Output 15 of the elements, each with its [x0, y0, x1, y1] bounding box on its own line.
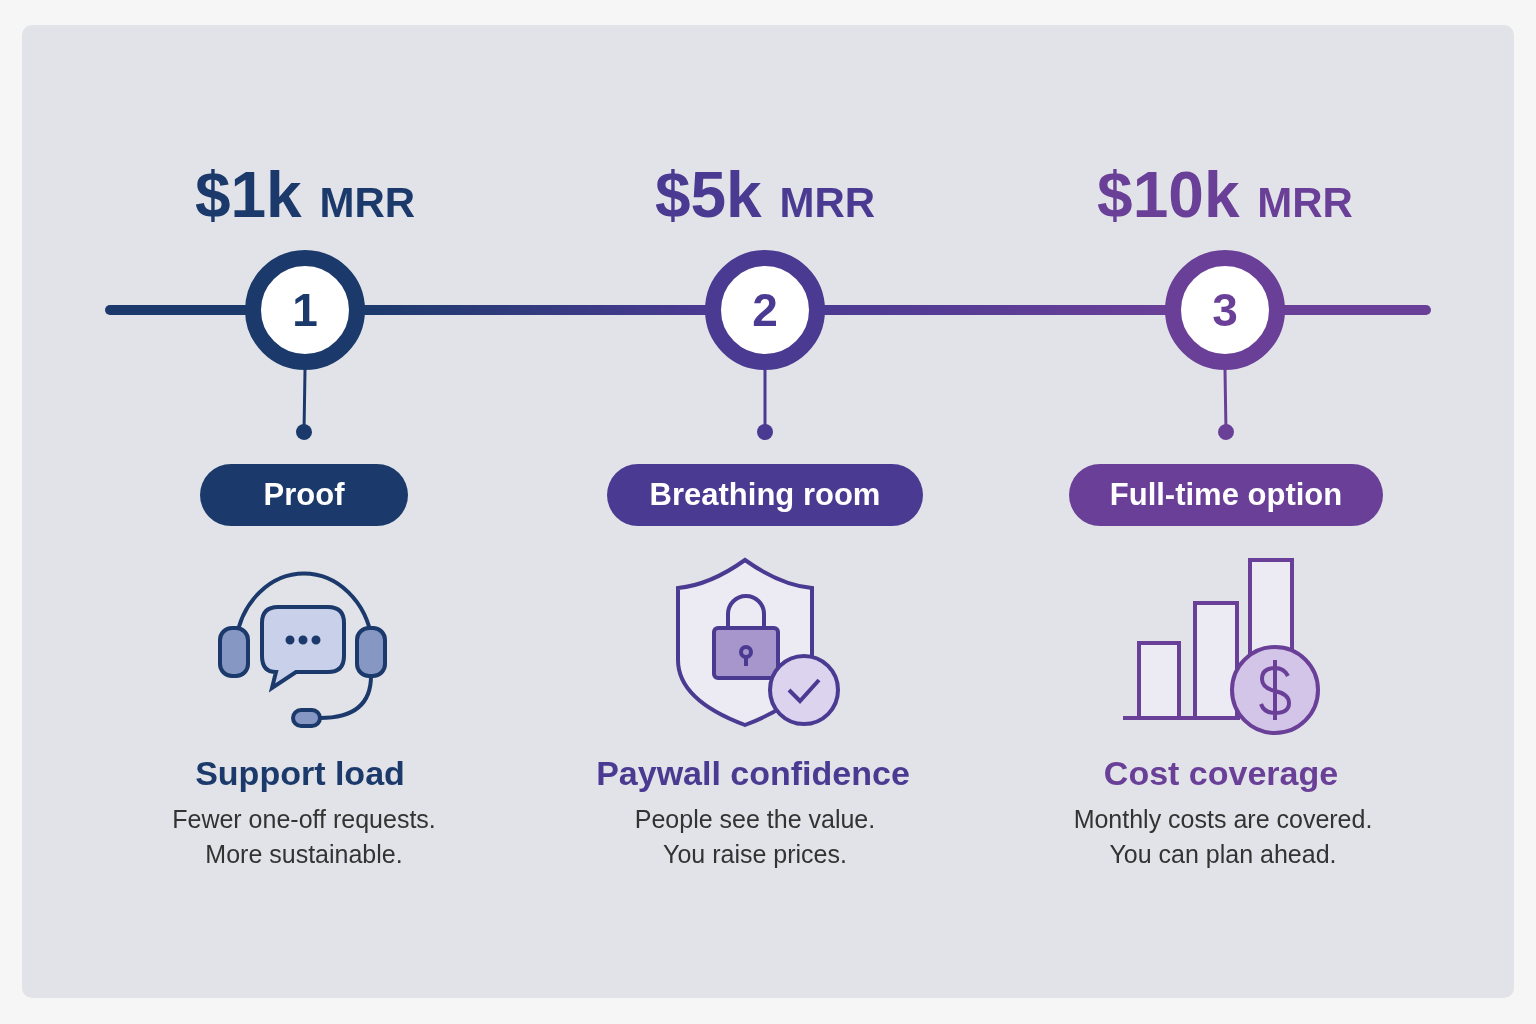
stage-pill: Full-time option — [1069, 464, 1383, 526]
stage-pill: Breathing room — [607, 464, 923, 526]
leader-line — [1218, 368, 1234, 440]
milestone-heading: $5k MRR — [654, 158, 876, 232]
stage-pill: Proof — [200, 464, 408, 526]
leader-line — [757, 368, 773, 440]
benefit-description: People see the value. You raise prices. — [633, 804, 877, 870]
benefit-description: Monthly costs are covered. You can plan ahead. — [1072, 804, 1374, 870]
benefit-description: Fewer one-off requests. More sustainable. — [171, 804, 437, 870]
benefit-title: Support load — [195, 754, 405, 793]
milestone-heading: $10k MRR — [1097, 158, 1353, 232]
milestone-heading: $1k MRR — [194, 158, 416, 232]
benefit-title: Cost coverage — [1103, 754, 1339, 793]
leader-line — [296, 368, 312, 440]
benefit-title: Paywall confidence — [596, 754, 910, 793]
